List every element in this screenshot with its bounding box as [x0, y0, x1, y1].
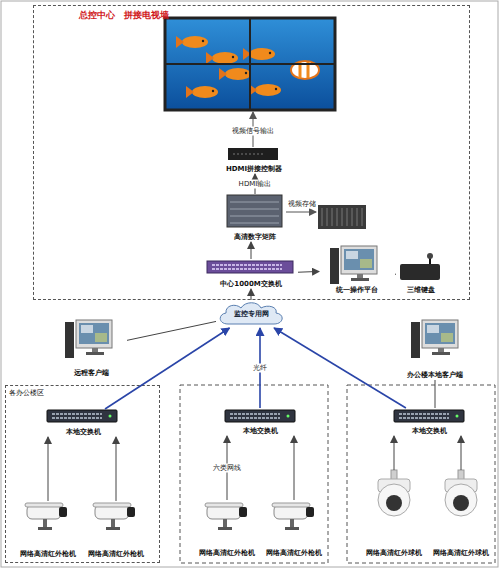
annotation-label: 视频信号输出: [231, 127, 275, 136]
office-area: 各办公楼区本地交换机网络高清红外枪机 网络高清红外枪机: [5, 385, 160, 563]
control-center-area: 总控中心 拼接电视墙 HDMI拼接控制器高清数字矩阵中心1000M交换机统一操作平…: [33, 5, 470, 300]
computer-node: 统一操作平台: [319, 245, 395, 295]
switch-node: 中心1000M交换机: [204, 259, 298, 289]
matrix-icon: [227, 195, 282, 227]
node-label: 统一操作平台: [336, 286, 378, 295]
local-switch-icon: [394, 410, 464, 422]
camera-node: 网络高清红外枪机: [194, 500, 260, 558]
node-label: 本地交换机: [412, 427, 447, 436]
gun-camera: [25, 503, 67, 530]
node-label: 高清数字矩阵: [234, 233, 276, 242]
node-label: HDMI拼接控制器: [226, 165, 282, 174]
device-node: HDMI拼接控制器: [223, 147, 285, 174]
connector: [48, 437, 49, 501]
node-label: 网络高清红外枪机: [88, 550, 144, 559]
hdmi-controller-icon: [228, 148, 278, 160]
storage-line: [286, 212, 316, 213]
node-label: 本地交换机: [66, 428, 101, 437]
switch-node: 本地交换机: [26, 409, 141, 437]
edge-label: 六类网线: [212, 464, 242, 473]
controller-ports: [233, 154, 263, 155]
annotation-label: 视频存储: [287, 200, 317, 209]
cloud-outline: [220, 303, 282, 324]
core-switch-ports: [212, 265, 282, 269]
fish: [206, 52, 238, 64]
connector: [251, 242, 252, 259]
node-label: 远程客户端: [74, 369, 109, 378]
fish: [186, 86, 218, 98]
wall-seams: [165, 18, 335, 110]
gun-camera: [205, 503, 247, 530]
device-node: 高清数字矩阵: [223, 194, 287, 242]
connector: [394, 436, 395, 470]
dome-camera: [378, 470, 410, 516]
local-switch-icon: [47, 410, 117, 422]
gun-camera: [272, 503, 314, 530]
fish: [249, 84, 281, 96]
storage-icon: [318, 205, 366, 229]
node-label: 监控专用网: [234, 310, 269, 319]
node-label: 各办公楼区: [9, 389, 44, 398]
node-label: 本地交换机: [243, 427, 278, 436]
camera-node: 网络高清红外球机: [427, 470, 495, 558]
office-area-frame: [180, 385, 328, 563]
video-wall: [165, 18, 335, 110]
connector: [105, 328, 229, 409]
connector: [127, 321, 216, 340]
core-switch-icon: [207, 261, 293, 273]
node-label: 网络高清红外球机: [366, 549, 422, 558]
keyboard-icon: [400, 264, 440, 280]
node-label: 网络高清红外枪机: [199, 549, 255, 558]
node-label: 中心1000M交换机: [220, 280, 281, 289]
diagram-title: 总控中心 拼接电视墙: [79, 11, 169, 20]
gun-camera: [93, 503, 135, 530]
local-computer: [411, 320, 458, 358]
local-switch-icon: [225, 410, 295, 422]
camera-node: 网络高清红外枪机: [15, 501, 81, 559]
node-label: 办公楼本地客户端: [407, 371, 463, 380]
camera-node: 网络高清红外枪机: [261, 500, 327, 558]
switch-node: 本地交换机: [200, 408, 320, 436]
node-label: 网络高清红外球机: [433, 549, 489, 558]
connector: [116, 437, 117, 501]
switch-node: 本地交换机: [375, 408, 483, 436]
edge-label: 光纤: [252, 364, 268, 373]
connector: [251, 289, 252, 300]
fish: [243, 48, 275, 60]
computer-node: 远程客户端: [55, 318, 127, 378]
edge-label: HDMI输出: [238, 180, 273, 189]
node-label: 三维键盘: [407, 286, 435, 295]
computer-node: 办公楼本地客户端: [385, 318, 485, 380]
matrix-slots: [230, 202, 279, 223]
camera-node: 网络高清红外枪机: [83, 501, 149, 559]
office-area-frame: [347, 385, 495, 563]
connector: [395, 274, 396, 275]
connector: [298, 271, 319, 273]
connector: [435, 380, 436, 408]
camera-node: 网络高清红外球机: [360, 470, 428, 558]
connector: [274, 328, 406, 408]
keyboard-node: 三维键盘: [396, 259, 446, 295]
node-label: 网络高清红外枪机: [266, 549, 322, 558]
joystick-knob: [427, 253, 433, 259]
platform-computer: [330, 246, 377, 284]
fish: [219, 68, 251, 80]
dome-camera: [445, 470, 477, 516]
network-cloud: 监控专用网: [216, 300, 286, 328]
connector: [294, 436, 295, 500]
fish: [176, 36, 208, 48]
storage-drives: [322, 208, 362, 226]
remote-computer: [65, 320, 112, 358]
connector: [461, 436, 462, 470]
node-label: 网络高清红外枪机: [20, 550, 76, 559]
